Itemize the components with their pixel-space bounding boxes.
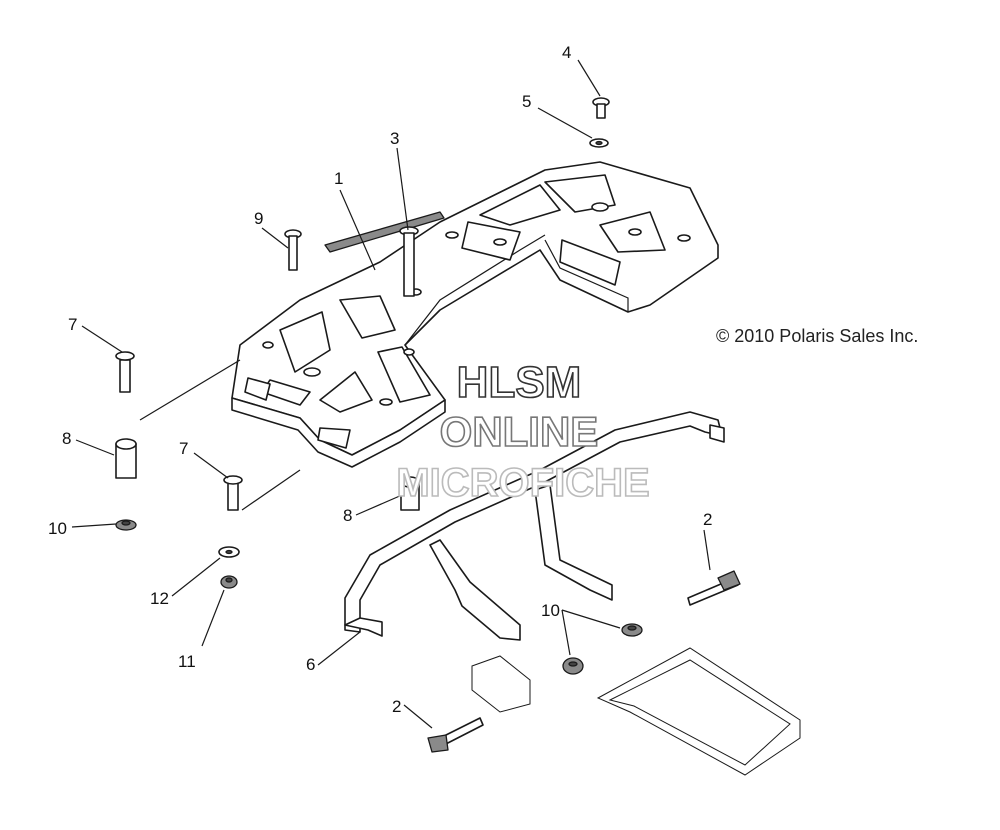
tray-part-ghost bbox=[596, 647, 801, 776]
nut-part-10-right bbox=[621, 623, 643, 637]
bolt-part-2-right bbox=[687, 570, 741, 606]
rack-frame-part bbox=[344, 411, 725, 641]
callout-8-left: 8 bbox=[62, 429, 71, 448]
nut-part-11 bbox=[220, 575, 238, 589]
bolt-part-3 bbox=[399, 226, 419, 297]
callout-12: 12 bbox=[150, 589, 169, 608]
plate-part-ghost bbox=[471, 655, 531, 713]
callout-10-right: 10 bbox=[541, 601, 560, 620]
watermark-line-2: ONLINE bbox=[440, 408, 599, 455]
spacer-part-8-center bbox=[400, 476, 420, 511]
spacer-part-8-left bbox=[115, 438, 137, 479]
callout-4: 4 bbox=[562, 43, 571, 62]
leader-lines bbox=[71, 59, 711, 729]
copyright-text: © 2010 Polaris Sales Inc. bbox=[716, 326, 918, 346]
washer-part-12 bbox=[218, 546, 240, 558]
callout-5: 5 bbox=[522, 92, 531, 111]
screw-part-9 bbox=[284, 229, 302, 271]
watermark: HLSM ONLINE MICROFICHE bbox=[396, 357, 651, 506]
watermark-line-3: MICROFICHE bbox=[396, 461, 649, 505]
callout-7-left: 7 bbox=[68, 315, 77, 334]
callout-8-center: 8 bbox=[343, 506, 352, 525]
callout-7-center: 7 bbox=[179, 439, 188, 458]
callout-2-right: 2 bbox=[703, 510, 712, 529]
callout-2-bottom: 2 bbox=[392, 697, 401, 716]
callout-9: 9 bbox=[254, 209, 263, 228]
bolt-part-2-bottom bbox=[427, 717, 484, 753]
nut-part-10-left bbox=[115, 519, 137, 531]
callout-10-left: 10 bbox=[48, 519, 67, 538]
watermark-line-1: HLSM bbox=[457, 358, 582, 407]
grommet-part bbox=[562, 657, 584, 675]
callout-3: 3 bbox=[390, 129, 399, 148]
washer-part-5 bbox=[589, 138, 609, 148]
callout-6: 6 bbox=[306, 655, 315, 674]
callout-11: 11 bbox=[178, 652, 196, 671]
screw-part-4 bbox=[592, 97, 610, 119]
bolt-part-7-left bbox=[115, 351, 135, 393]
rear-rack-part bbox=[231, 161, 719, 468]
callout-1: 1 bbox=[334, 169, 343, 188]
bolt-part-7-center bbox=[223, 475, 243, 511]
callout-labels: 1 2 2 3 4 5 6 7 7 8 8 9 10 10 11 12 bbox=[48, 43, 712, 716]
